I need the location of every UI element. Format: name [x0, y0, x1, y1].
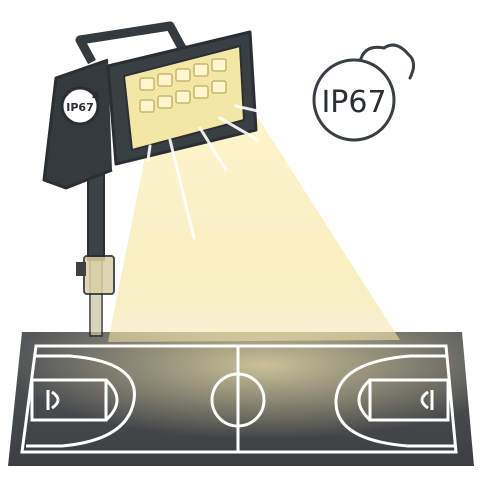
ip-rating-badge: IP67 — [312, 43, 415, 142]
rotate-arrow-icon — [65, 87, 97, 97]
left-free-throw-arc — [104, 378, 119, 422]
left-three-point-arc — [26, 354, 136, 448]
mounting-bracket: IP67 — [42, 58, 113, 190]
pole-upper — [87, 169, 105, 261]
right-three-point-arc — [334, 354, 454, 448]
left-rim — [51, 390, 60, 410]
light-beam — [108, 96, 400, 342]
right-rim — [420, 390, 429, 410]
ip-rating-text: IP67 — [321, 85, 386, 120]
left-key — [30, 378, 108, 422]
court-boundary — [20, 344, 458, 454]
floodlight-housing — [106, 30, 264, 240]
junction-clamp — [76, 262, 86, 276]
right-key — [368, 378, 450, 422]
light-rays — [146, 104, 264, 240]
cloud-icon — [358, 43, 415, 80]
center-circle — [210, 372, 266, 428]
right-free-throw-arc — [357, 378, 372, 422]
light-pole — [76, 169, 115, 337]
basketball-court — [8, 332, 474, 466]
ip-rating-circle — [312, 58, 396, 142]
junction-box — [83, 255, 115, 295]
court-lines — [20, 344, 458, 454]
side-ip-rating: IP67 — [66, 101, 93, 114]
led-chips — [139, 58, 227, 113]
carry-handle — [75, 21, 186, 65]
